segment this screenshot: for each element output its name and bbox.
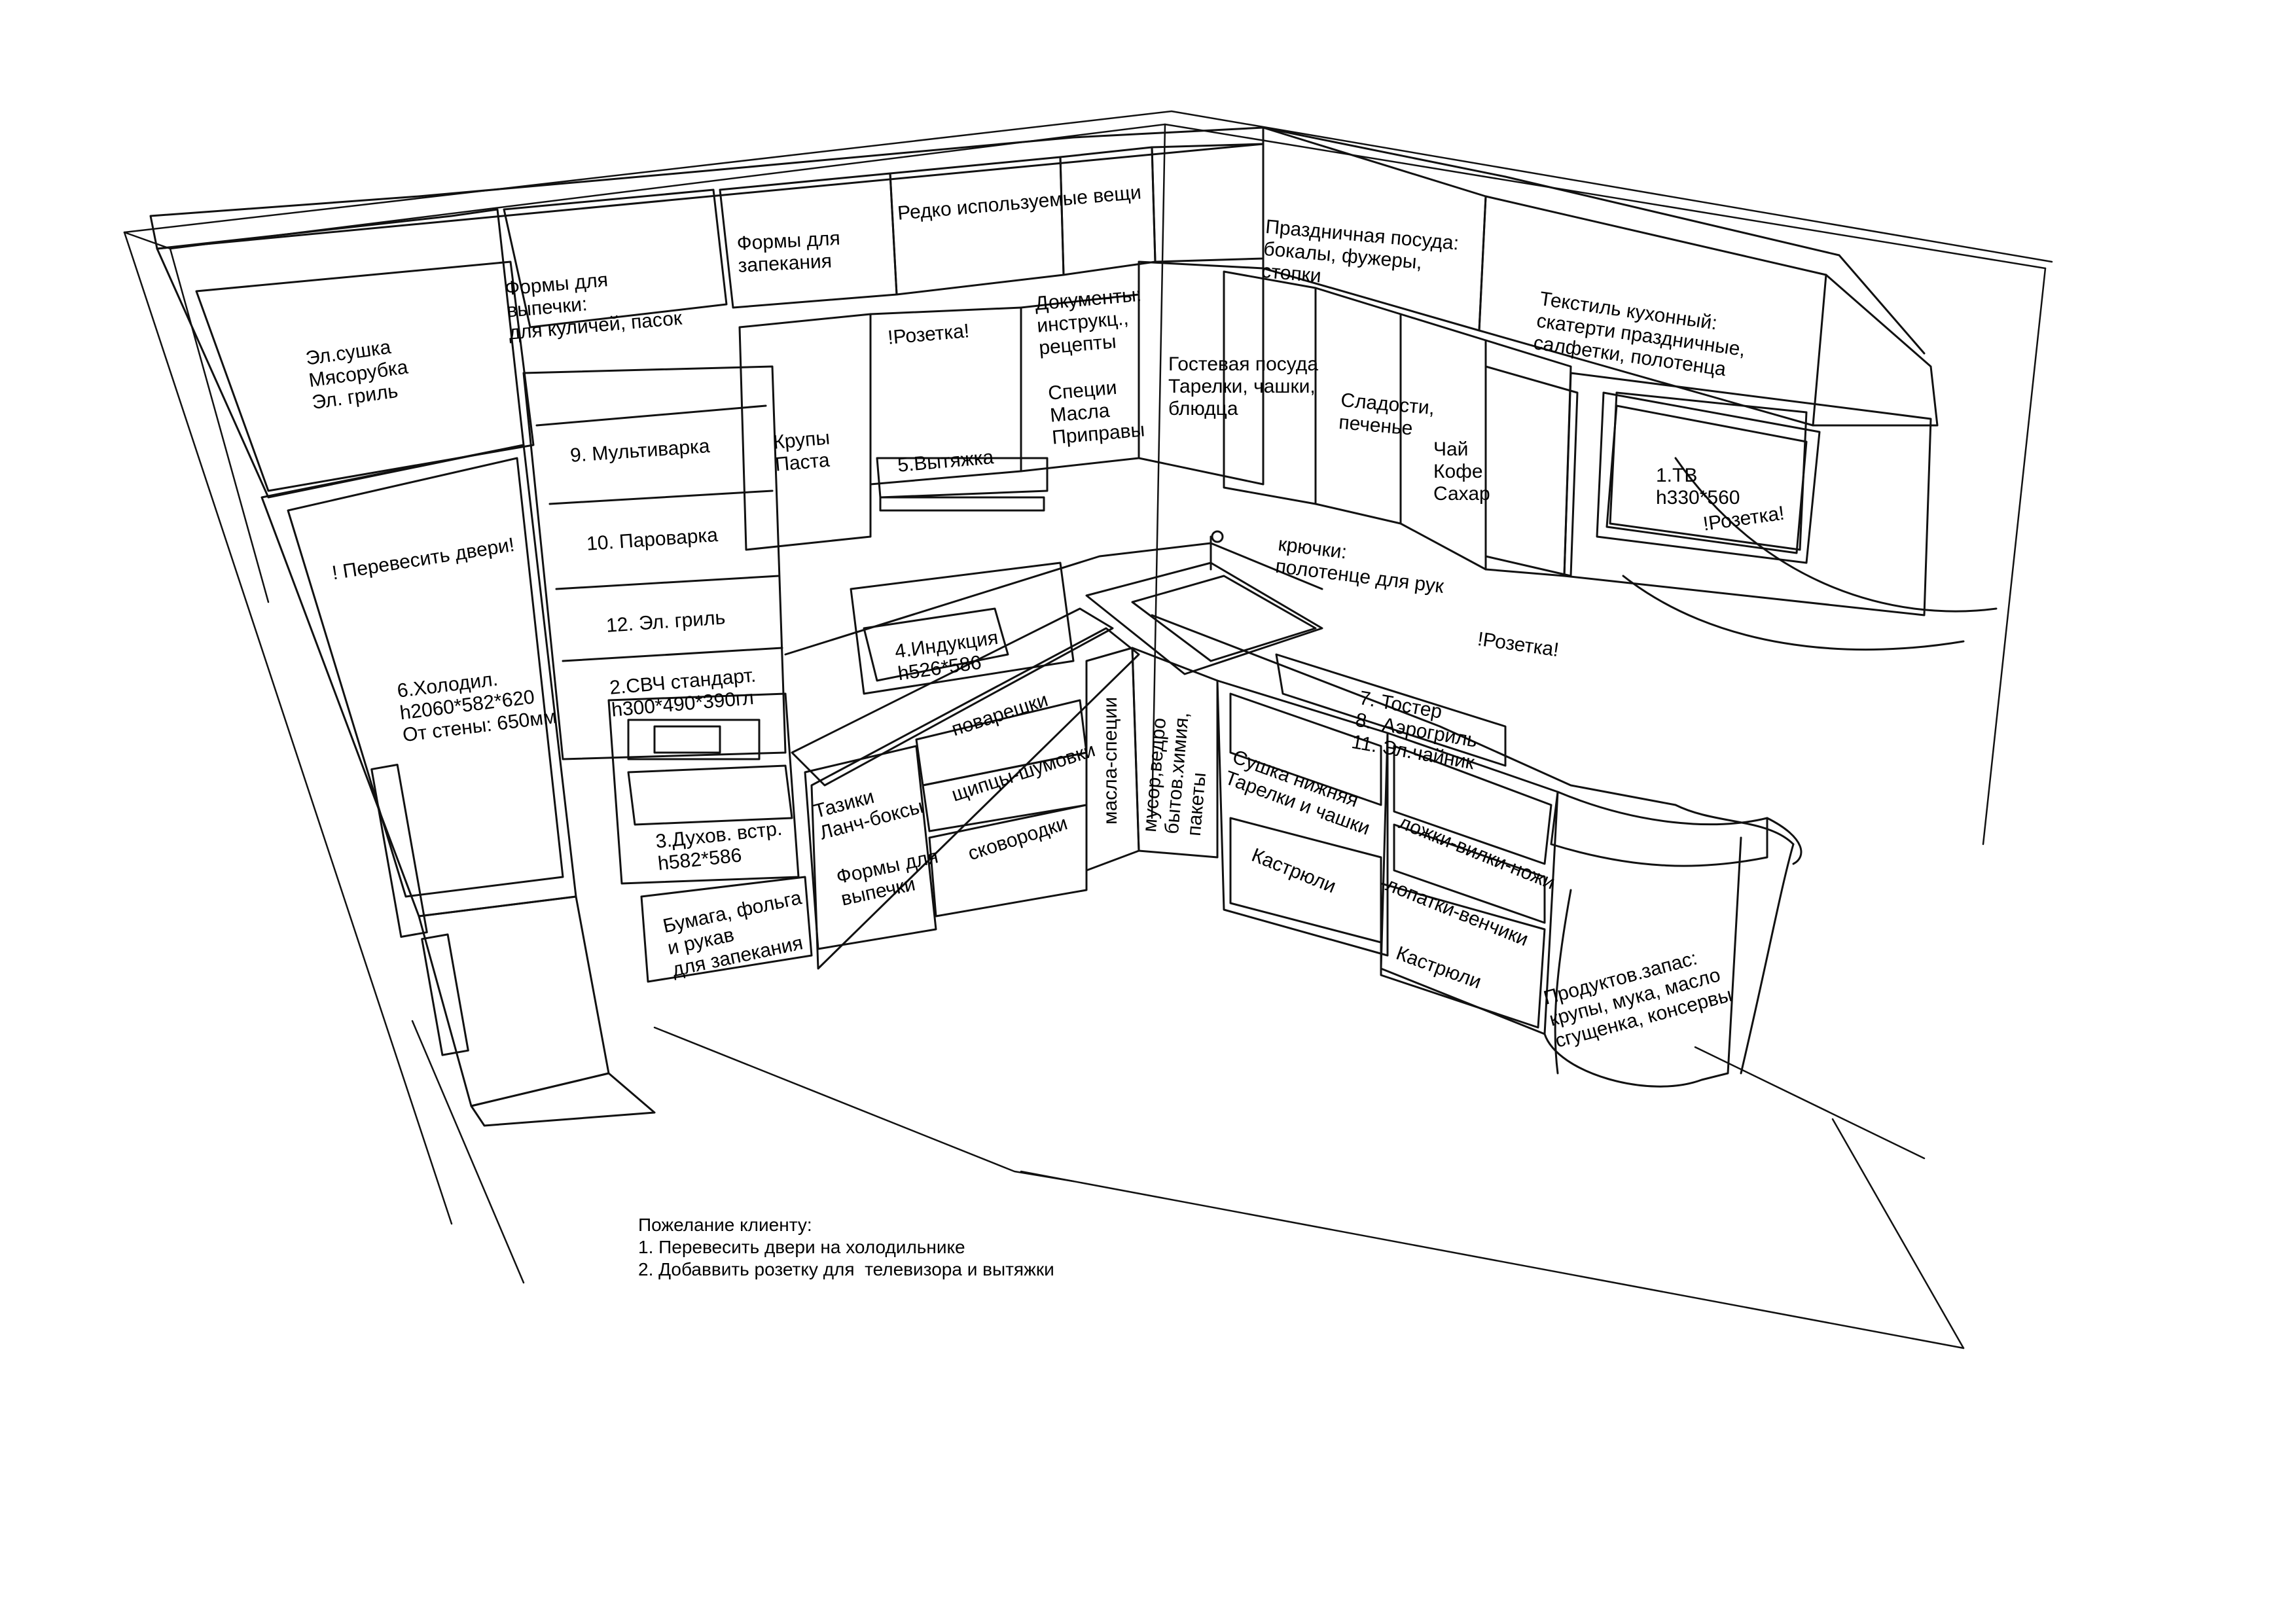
label-tv: 1.ТВ h330*560 [1656, 465, 1740, 508]
base-cabinets-left [784, 542, 1323, 970]
client-notes-title: Пожелание клиенту: [638, 1215, 812, 1235]
label-guest-dishes: Гостевая посуда Тарелки, чашки, блюдца [1168, 353, 1318, 419]
label-tea-coffee: Чай Кофе Сахар [1433, 438, 1490, 505]
label-oil-spices: масла-специи [1100, 696, 1121, 825]
label-sweets: Сладости, печенье [1338, 389, 1436, 440]
client-notes: Пожелание клиенту: 1. Перевесить двери н… [638, 1214, 1054, 1281]
label-spices-oils: Специи Масла Приправы [1047, 376, 1146, 449]
label-documents: Документы: инструкц., рецепты [1034, 283, 1143, 359]
upper-cabinets-right [1138, 126, 1939, 616]
client-note-2: 2. Добаввить розетку для телевизора и вы… [638, 1259, 1054, 1279]
sink [1085, 530, 1323, 675]
label-upper-left-cabinet: Эл.сушка Мясорубка Эл. гриль [304, 336, 410, 414]
corner-end-unit [1543, 457, 1998, 1088]
base-cabinets-right [1151, 614, 1677, 1035]
tv-unit [1596, 391, 1821, 564]
wall-cabinets-lower [738, 293, 1140, 551]
label-grains-pasta: Крупы Паста [772, 427, 831, 476]
tall-column [522, 365, 813, 983]
room-walls [123, 110, 2053, 1349]
label-baking-casserole: Формы для запекания [736, 227, 841, 277]
fridge [260, 444, 656, 1127]
client-note-1: 1. Перевесить двери на холодильнике [638, 1237, 965, 1257]
label-trash: мусор,ведро бытов.химия, пакеты [1139, 711, 1211, 837]
